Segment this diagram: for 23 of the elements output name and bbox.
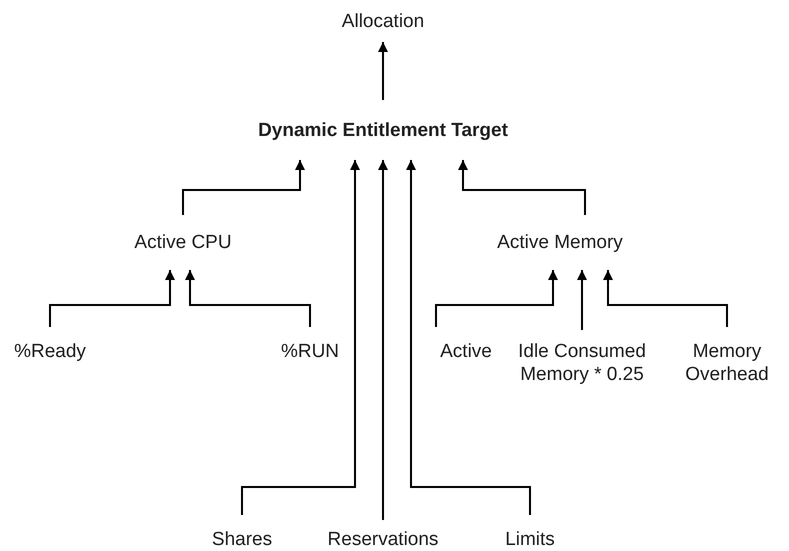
arrow <box>378 160 388 520</box>
node-label: Memory Overhead <box>684 340 770 386</box>
node-label: Reservations <box>328 528 438 551</box>
node-label: Active <box>440 340 492 363</box>
heading-label: Dynamic Entitlement Target <box>258 118 508 142</box>
arrow <box>182 160 305 215</box>
arrow <box>185 270 311 327</box>
node-label: Active CPU <box>134 231 232 254</box>
arrow <box>577 270 587 330</box>
node-label: Limits <box>505 528 555 551</box>
node-label: Shares <box>212 528 272 551</box>
node-label: %RUN <box>280 340 340 363</box>
node-label: Allocation <box>342 10 424 32</box>
arrow <box>378 42 388 100</box>
node-label: %Ready <box>14 340 86 363</box>
arrow <box>406 160 531 515</box>
arrow <box>49 270 175 327</box>
arrow <box>435 270 558 327</box>
arrow <box>603 270 728 327</box>
arrow <box>241 160 360 515</box>
node-label: Idle Consumed Memory * 0.25 <box>517 340 647 386</box>
node-label: Active Memory <box>497 231 623 254</box>
arrow <box>458 160 586 215</box>
